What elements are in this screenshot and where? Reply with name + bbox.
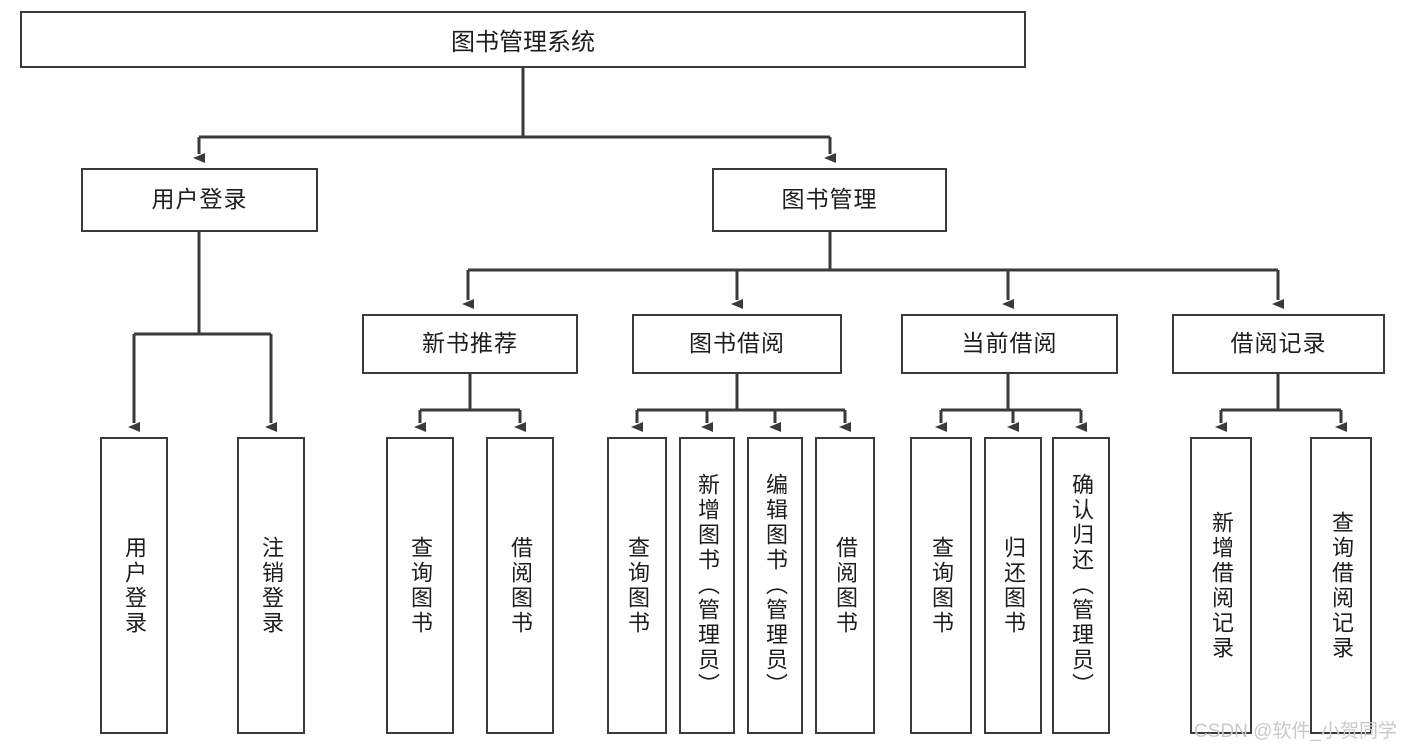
node-leaf-confirm-return[interactable]: 确认归还（管理员） — [1052, 437, 1110, 734]
node-leaf-add-book-label: 新增图书（管理员） — [695, 473, 720, 698]
node-new-book-rec-label: 新书推荐 — [422, 330, 518, 357]
node-leaf-borrow-book-rec-label: 借阅图书 — [508, 535, 533, 636]
node-leaf-query-book-cur-label: 查询图书 — [929, 535, 954, 636]
node-book-manage[interactable]: 图书管理 — [712, 168, 947, 232]
node-leaf-query-book-label: 查询图书 — [625, 535, 650, 636]
node-book-manage-label: 图书管理 — [781, 186, 878, 213]
csdn-watermark: CSDN @软件_小贺同学 — [1194, 721, 1397, 742]
node-user-login-label: 用户登录 — [151, 186, 248, 213]
node-leaf-user-login[interactable]: 用户登录 — [100, 437, 168, 734]
node-borrow-record-label: 借阅记录 — [1230, 330, 1327, 357]
node-leaf-confirm-return-label: 确认归还（管理员） — [1069, 473, 1094, 698]
node-leaf-query-book-rec-label: 查询图书 — [408, 535, 433, 636]
node-leaf-return-book[interactable]: 归还图书 — [984, 437, 1042, 734]
node-current-borrow[interactable]: 当前借阅 — [901, 314, 1118, 374]
node-leaf-borrow-book-label: 借阅图书 — [833, 535, 858, 636]
node-root-label: 图书管理系统 — [451, 29, 595, 56]
node-leaf-add-record[interactable]: 新增借阅记录 — [1190, 437, 1252, 734]
node-new-book-rec[interactable]: 新书推荐 — [362, 314, 578, 374]
node-leaf-query-book-rec[interactable]: 查询图书 — [386, 437, 454, 734]
node-leaf-edit-book[interactable]: 编辑图书（管理员） — [747, 437, 803, 734]
node-leaf-logout[interactable]: 注销登录 — [237, 437, 305, 734]
node-current-borrow-label: 当前借阅 — [961, 330, 1058, 357]
node-leaf-query-book[interactable]: 查询图书 — [607, 437, 667, 734]
node-leaf-add-record-label: 新增借阅记录 — [1209, 510, 1234, 661]
node-leaf-edit-book-label: 编辑图书（管理员） — [763, 473, 788, 698]
node-leaf-return-book-label: 归还图书 — [1001, 535, 1026, 636]
node-leaf-query-record[interactable]: 查询借阅记录 — [1310, 437, 1372, 734]
node-borrow-record[interactable]: 借阅记录 — [1172, 314, 1385, 374]
node-leaf-logout-label: 注销登录 — [259, 535, 284, 636]
node-leaf-borrow-book[interactable]: 借阅图书 — [815, 437, 875, 734]
node-book-borrow[interactable]: 图书借阅 — [632, 314, 842, 374]
node-leaf-user-login-label: 用户登录 — [122, 535, 147, 636]
node-user-login[interactable]: 用户登录 — [81, 168, 318, 232]
node-book-borrow-label: 图书借阅 — [689, 330, 785, 357]
node-leaf-borrow-book-rec[interactable]: 借阅图书 — [486, 437, 554, 734]
node-root[interactable]: 图书管理系统 — [20, 11, 1026, 68]
node-leaf-add-book[interactable]: 新增图书（管理员） — [679, 437, 735, 734]
node-leaf-query-record-label: 查询借阅记录 — [1329, 510, 1354, 661]
node-leaf-query-book-cur[interactable]: 查询图书 — [910, 437, 972, 734]
